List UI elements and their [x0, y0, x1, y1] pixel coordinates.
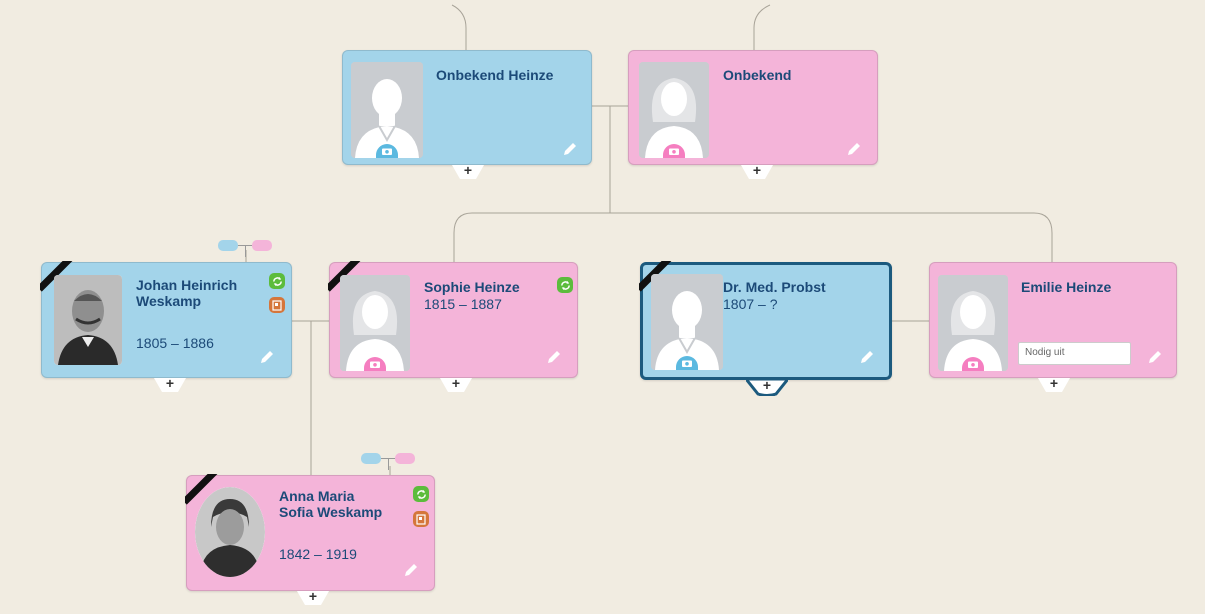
pencil-icon[interactable]	[259, 349, 275, 365]
person-name[interactable]: Anna Maria Sofia Weskamp	[279, 488, 383, 520]
avatar-male-placeholder[interactable]	[351, 62, 423, 158]
avatar-female-placeholder[interactable]	[639, 62, 709, 158]
pencil-icon[interactable]	[403, 562, 419, 578]
person-card-sophie-heinze[interactable]: Sophie Heinze 1815 – 1887 +	[329, 262, 578, 392]
person-name[interactable]: Johan Heinrich Weskamp	[136, 277, 238, 309]
female-silhouette-icon	[340, 275, 410, 371]
camera-icon[interactable]	[962, 357, 984, 371]
avatar-photo[interactable]	[195, 487, 265, 577]
person-card-emilie-heinze[interactable]: Emilie Heinze Nodig uit +	[929, 262, 1177, 392]
avatar-female-placeholder[interactable]	[340, 275, 410, 371]
person-name[interactable]: Sophie Heinze	[424, 279, 520, 295]
sync-icon[interactable]	[269, 273, 285, 289]
person-card-onbekend-heinze[interactable]: Onbekend Heinze +	[342, 50, 592, 179]
camera-icon[interactable]	[676, 356, 698, 370]
person-name[interactable]: Onbekend Heinze	[436, 67, 554, 83]
person-dates: 1805 – 1886	[136, 335, 214, 351]
person-card-anna-maria-sofia-weskamp[interactable]: Anna Maria Sofia Weskamp 1842 – 1919 +	[186, 475, 435, 605]
person-dates: 1807 – ?	[723, 296, 778, 312]
person-dates: 1815 – 1887	[424, 296, 502, 312]
add-relative-button[interactable]: +	[741, 165, 773, 179]
add-relative-button[interactable]: +	[154, 378, 186, 392]
avatar-male-placeholder[interactable]	[651, 274, 723, 370]
person-dates: 1842 – 1919	[279, 546, 357, 562]
person-name[interactable]: Emilie Heinze	[1021, 279, 1112, 295]
invite-email-input[interactable]: Nodig uit	[1018, 342, 1131, 365]
sync-icon[interactable]	[413, 486, 429, 502]
sync-icon[interactable]	[557, 277, 573, 293]
avatar-photo[interactable]	[54, 275, 122, 365]
person-name[interactable]: Onbekend	[723, 67, 792, 83]
camera-icon[interactable]	[663, 144, 685, 158]
add-relative-button[interactable]: +	[746, 378, 788, 396]
spouse-indicator[interactable]	[218, 240, 274, 257]
person-name[interactable]: Dr. Med. Probst	[723, 279, 826, 295]
portrait-photo-icon	[195, 487, 265, 577]
svg-text:+: +	[763, 378, 771, 393]
record-icon[interactable]	[269, 297, 285, 313]
record-icon[interactable]	[413, 511, 429, 527]
pencil-icon[interactable]	[562, 141, 578, 157]
pencil-icon[interactable]	[846, 141, 862, 157]
pencil-icon[interactable]	[546, 349, 562, 365]
male-silhouette-icon	[351, 62, 423, 158]
portrait-photo-icon	[54, 275, 122, 365]
add-relative-button[interactable]: +	[452, 165, 484, 179]
person-card-dr-med-probst[interactable]: Dr. Med. Probst 1807 – ? +	[640, 262, 892, 396]
person-card-onbekend[interactable]: Onbekend +	[628, 50, 878, 179]
person-card-johan-heinrich-weskamp[interactable]: Johan Heinrich Weskamp 1805 – 1886 +	[41, 262, 292, 392]
pencil-icon[interactable]	[1147, 349, 1163, 365]
spouse-indicator[interactable]	[361, 453, 417, 470]
male-silhouette-icon	[651, 274, 723, 370]
avatar-female-placeholder[interactable]	[938, 275, 1008, 371]
female-silhouette-icon	[938, 275, 1008, 371]
pencil-icon[interactable]	[859, 349, 875, 365]
camera-icon[interactable]	[376, 144, 398, 158]
camera-icon[interactable]	[364, 357, 386, 371]
add-relative-button[interactable]: +	[440, 378, 472, 392]
add-relative-button[interactable]: +	[1038, 378, 1070, 392]
add-relative-button[interactable]: +	[297, 591, 329, 605]
female-silhouette-icon	[639, 62, 709, 158]
